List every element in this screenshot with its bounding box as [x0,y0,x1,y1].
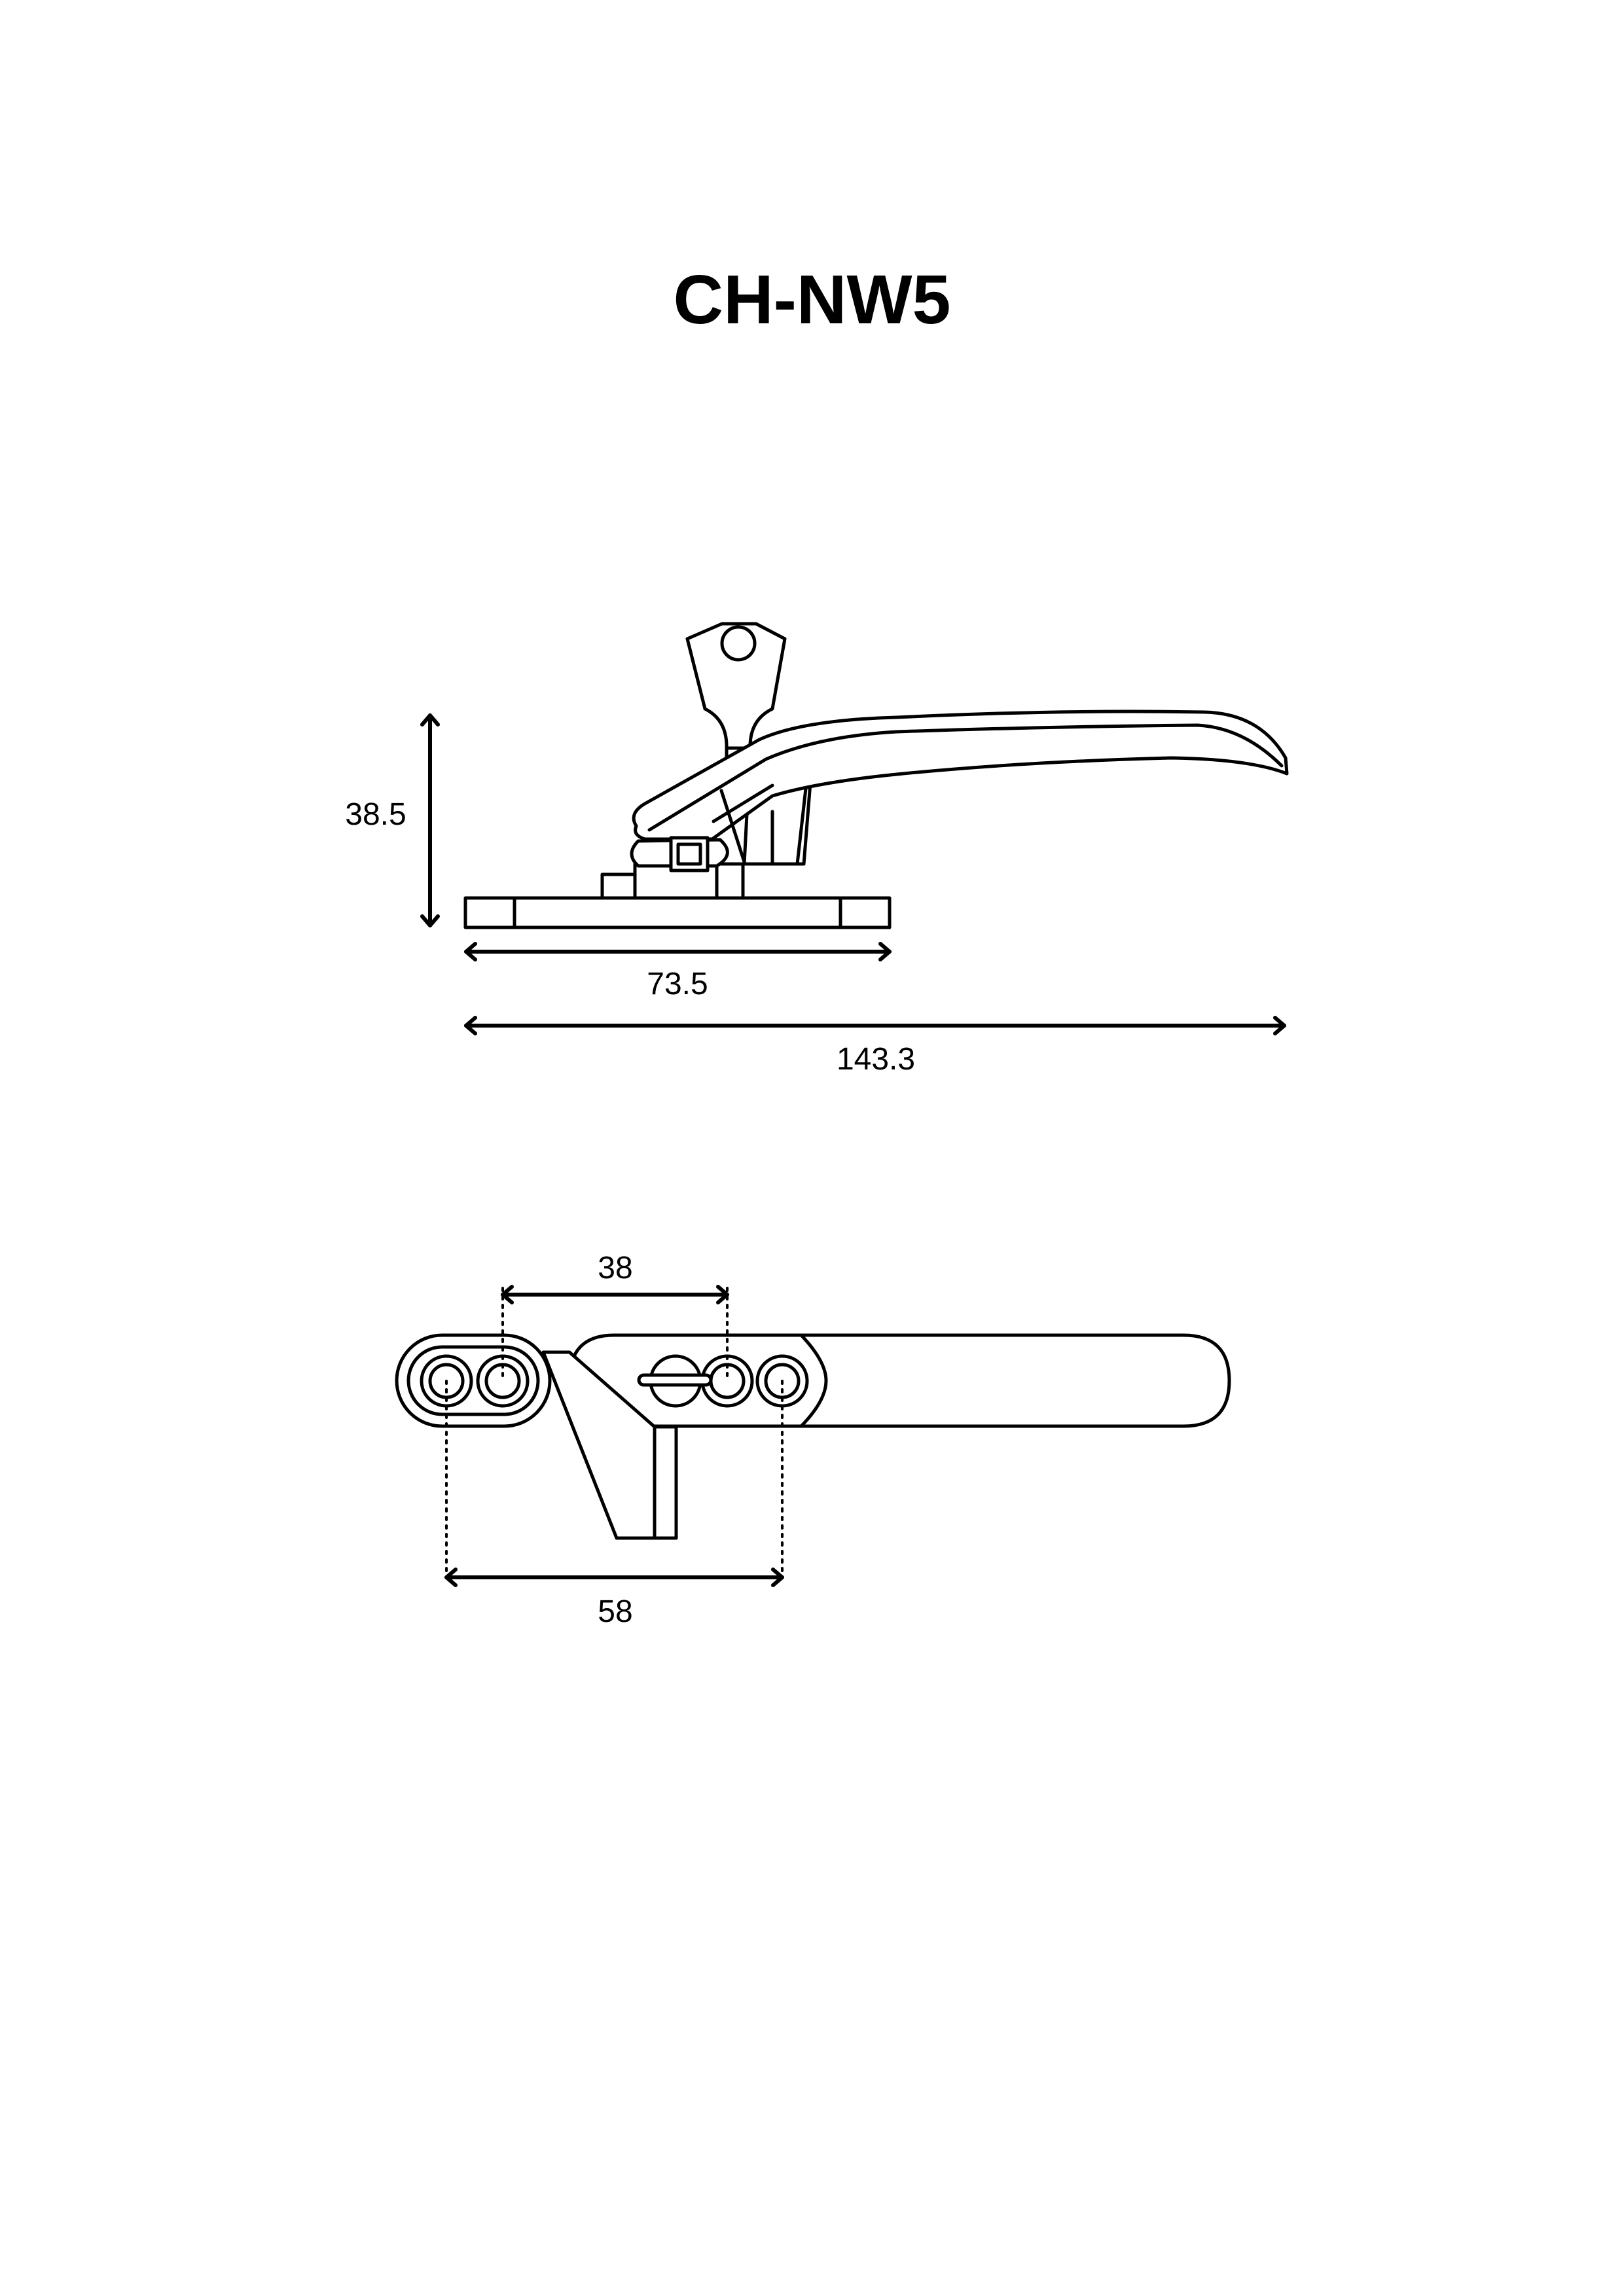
dimension-base-length: 73.5 [464,942,892,1001]
key-slot [637,1354,713,1408]
base-plate-top [395,1333,552,1428]
dimension-overall-length: 143.3 [464,1016,1286,1077]
rear-post [742,781,812,866]
top-view: 38 58 [395,1251,1231,1629]
lever-handle [632,709,1289,841]
dimension-height: 38.5 [345,713,440,927]
latch-wedge [541,1350,678,1540]
page-title: CH-NW5 [673,261,951,338]
dim-overall-length-label: 143.3 [837,1042,915,1077]
dim-height-label: 38.5 [345,797,406,832]
side-view: 38.5 73.5 143.3 [345,622,1289,1077]
dim-base-length-label: 73.5 [647,967,708,1001]
dimension-hole-spacing-outer: 58 [444,1568,784,1629]
extension-lines [445,1287,784,1579]
base-plate [463,896,892,929]
dimension-hole-spacing-inner: 38 [501,1251,729,1304]
dim-hole-spacing-inner-label: 38 [598,1251,632,1285]
dim-hole-spacing-outer-label: 58 [598,1594,632,1629]
pivot-lock [630,789,747,872]
